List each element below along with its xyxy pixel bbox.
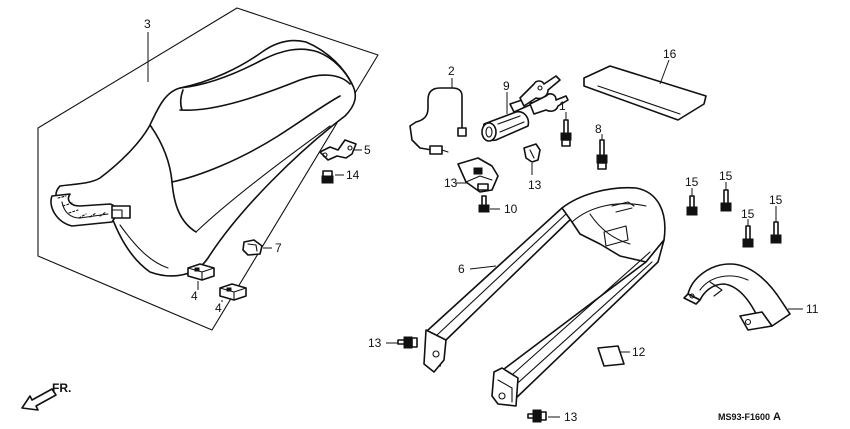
drawing-code: MS93-F1600 (718, 412, 770, 422)
callout-4b: 4 (215, 301, 222, 315)
callout-13b: 8 (595, 122, 602, 136)
callout-7: 7 (275, 241, 282, 255)
bolt-15a-part (686, 195, 698, 216)
bolt-15b-part (720, 189, 732, 212)
callout-16: 10 (504, 202, 518, 216)
bolt-15c-part (742, 225, 754, 248)
callout-15a: 15 (685, 175, 699, 189)
callout-15c: 15 (741, 207, 755, 221)
front-direction-label: FR. (52, 381, 71, 395)
rear-cowl-part (423, 186, 666, 407)
callout-10: 16 (663, 47, 677, 61)
callout-13a: 1 (559, 99, 566, 113)
callout-13c: 13 (368, 336, 382, 350)
lock-bracket-part (523, 143, 541, 163)
callout-15b: 15 (719, 169, 733, 183)
leader-6 (469, 265, 497, 270)
caution-label-part (597, 345, 625, 367)
seat-latch-part (457, 157, 499, 193)
owners-manual-part (583, 65, 707, 121)
bolt-13d-part (527, 409, 547, 423)
callout-14: 14 (346, 168, 360, 182)
callout-1: 13 (528, 178, 542, 192)
callout-2: 2 (448, 64, 455, 78)
bolt-16-part (478, 195, 490, 213)
bolt-14-part (321, 170, 334, 184)
seat-lock-cable-part (409, 87, 467, 155)
callout-6: 6 (458, 262, 465, 276)
drawing-revision: A (773, 411, 781, 423)
cushion-4a-part (187, 263, 215, 281)
leader-10 (659, 59, 670, 85)
callout-4a: 4 (191, 289, 198, 303)
callout-9: 9 (503, 79, 510, 93)
cushion-7-part (242, 239, 263, 256)
callout-3: 3 (144, 17, 151, 31)
cushion-4b-part (219, 283, 247, 301)
bolt-13b-part (596, 139, 608, 170)
seat-lock-part (481, 75, 569, 142)
callout-12: 12 (632, 345, 646, 359)
callout-5: 5 (364, 143, 371, 157)
bolt-13a-part (560, 119, 572, 147)
bolt-13c-part (397, 336, 418, 349)
grab-rail-part (683, 263, 791, 331)
seat-bracket-part (319, 139, 357, 161)
callout-8: 13 (444, 176, 458, 190)
callout-15d: 15 (769, 193, 783, 207)
callout-11: 11 (806, 302, 819, 316)
front-arrow-icon (21, 388, 57, 411)
bolt-15d-part (770, 221, 782, 244)
callout-13d: 13 (564, 410, 578, 424)
seat-drawing (50, 39, 357, 277)
seat-assembly-frame (37, 7, 379, 331)
